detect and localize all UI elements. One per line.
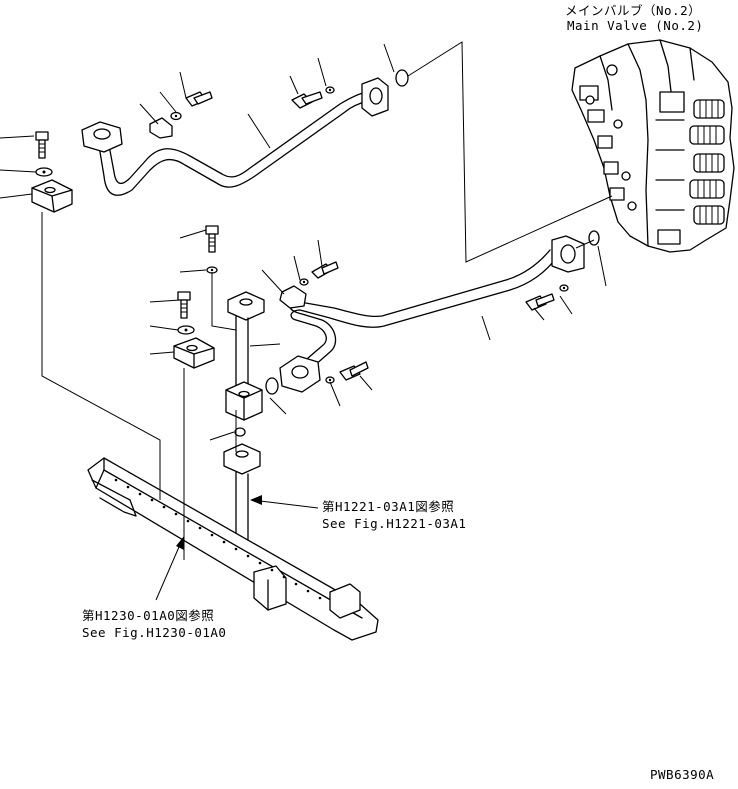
upper-pipe (81, 77, 389, 196)
upper-left-bolt-set (31, 131, 73, 213)
o-ring-tube (234, 427, 246, 437)
o-ring-upper (395, 69, 409, 87)
drawing-number: PWB6390A (650, 767, 715, 782)
main-valve-label-jp: メインバルブ（No.2） (565, 3, 702, 18)
middle-left-bolt-set (173, 225, 219, 369)
leader-lines (0, 41, 613, 601)
vertical-tube (225, 291, 265, 421)
reference-h1230-label-en: See Fig.H1230-01A0 (82, 625, 227, 640)
reference-h1230-label-jp: 第H1230-01A0図参照 (82, 608, 215, 623)
lower-clamp (279, 285, 307, 309)
o-ring-valve-port (588, 230, 600, 246)
main-valve-label-en: Main Valve (No.2) (567, 18, 704, 33)
riser-tube (223, 443, 261, 543)
frame-rail (87, 457, 379, 641)
main-valve (571, 39, 735, 253)
lower-bolts (299, 261, 569, 384)
upper-bolts (170, 86, 335, 121)
reference-h1221-label-jp: 第H1221-03A1図参照 (322, 499, 455, 514)
o-ring-lower-flange (265, 377, 279, 395)
reference-h1221-label-en: See Fig.H1221-03A1 (322, 516, 467, 531)
upper-clamp (149, 117, 173, 139)
